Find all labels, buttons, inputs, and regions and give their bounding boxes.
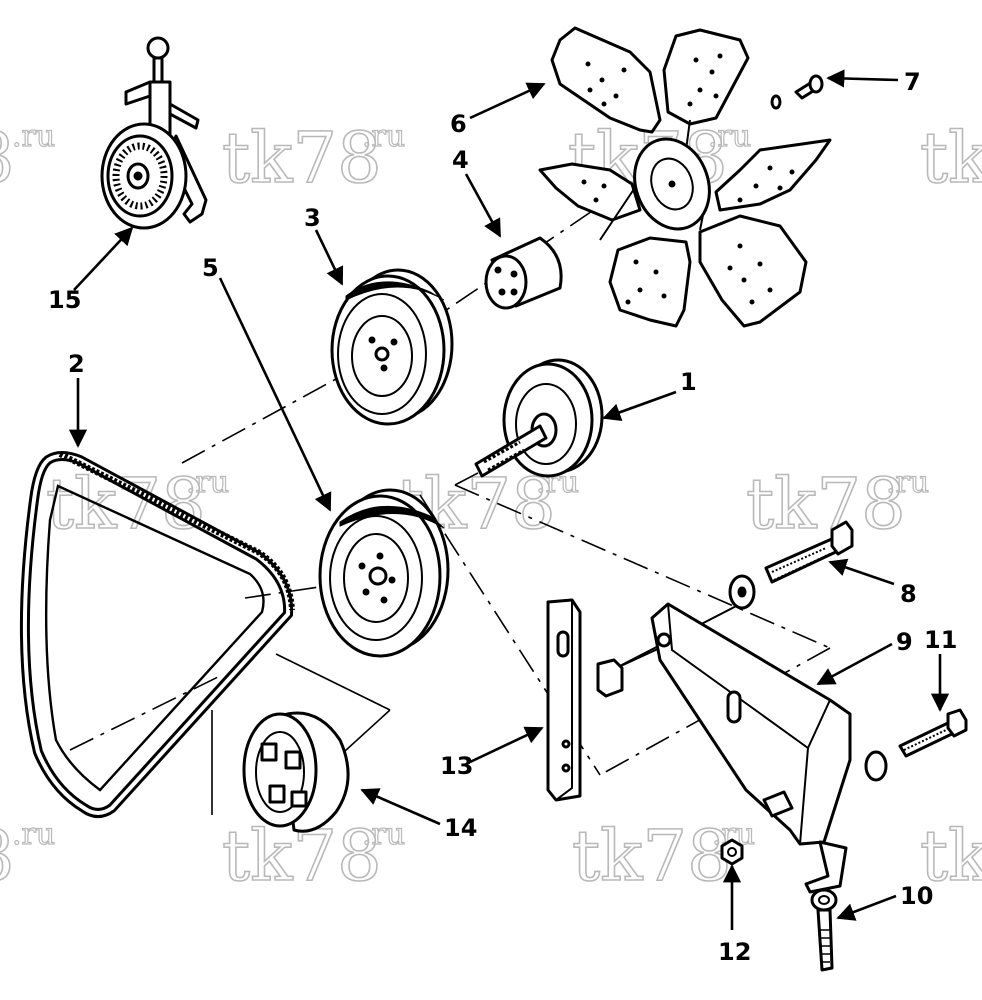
svg-text:.ru: .ru — [186, 465, 229, 500]
callout-12: 12 — [718, 938, 751, 966]
svg-text:.ru: .ru — [12, 817, 55, 852]
belt-tension-gauge — [100, 36, 208, 230]
svg-text:.ru: .ru — [12, 119, 55, 154]
idler-pulley — [474, 358, 604, 478]
watermark-mid-left: tk78 .ru — [45, 462, 230, 546]
callout-1: 1 — [680, 368, 697, 396]
callout-15: 15 — [48, 286, 81, 314]
drive-coupling — [242, 711, 350, 833]
watermark-bottom-left: 8 .ru — [0, 814, 56, 898]
watermark-mid-right: tk78 .ru — [745, 462, 930, 546]
callout-6: 6 — [450, 110, 467, 138]
svg-text:tk78: tk78 — [46, 463, 206, 545]
mounting-bracket — [650, 602, 852, 894]
svg-text:8: 8 — [0, 117, 15, 199]
watermark-top-left: 8 .ru — [0, 116, 56, 200]
callout-4: 4 — [452, 146, 469, 174]
callout-labels: 1 2 3 4 5 6 7 8 9 10 11 12 13 14 15 — [48, 68, 957, 966]
watermark-top-center: tk78 .ru — [221, 116, 406, 200]
svg-text:tk78: tk78 — [222, 117, 382, 199]
svg-text:.ru: .ru — [708, 119, 751, 154]
callout-10: 10 — [900, 882, 933, 910]
svg-text:.ru: .ru — [886, 465, 929, 500]
watermark-bottom-right: tk78 — [919, 814, 982, 898]
fan-bolt — [770, 74, 824, 110]
svg-text:.ru: .ru — [362, 119, 405, 154]
callout-8: 8 — [900, 580, 917, 608]
eye-bolt — [810, 888, 838, 972]
svg-text:.ru: .ru — [362, 817, 405, 852]
bracket-bolt-8 — [728, 520, 854, 610]
adjusting-strap — [546, 598, 624, 802]
svg-text:tk78: tk78 — [920, 815, 982, 897]
callout-14: 14 — [444, 814, 477, 842]
fan — [538, 26, 832, 328]
callout-9: 9 — [896, 628, 913, 656]
callout-13: 13 — [440, 752, 473, 780]
callout-5: 5 — [202, 254, 219, 282]
crank-pulley — [318, 488, 450, 658]
fan-spacer — [484, 236, 563, 310]
watermark-bottom-center-right: tk78 .ru — [571, 814, 756, 898]
bracket-bolt-11 — [864, 708, 968, 782]
svg-text:tk78: tk78 — [746, 463, 906, 545]
callout-2: 2 — [68, 350, 85, 378]
svg-text:tk78: tk78 — [920, 117, 982, 199]
callout-3: 3 — [304, 204, 321, 232]
v-belt — [19, 451, 295, 818]
svg-text:tk78: tk78 — [572, 815, 732, 897]
callout-7: 7 — [904, 68, 921, 96]
pump-pulley — [330, 268, 454, 426]
nut — [720, 838, 744, 866]
svg-text:8: 8 — [0, 815, 15, 897]
callout-leaders — [68, 69, 950, 930]
watermark-top-right: tk78 — [919, 116, 982, 200]
callout-11: 11 — [924, 626, 957, 654]
